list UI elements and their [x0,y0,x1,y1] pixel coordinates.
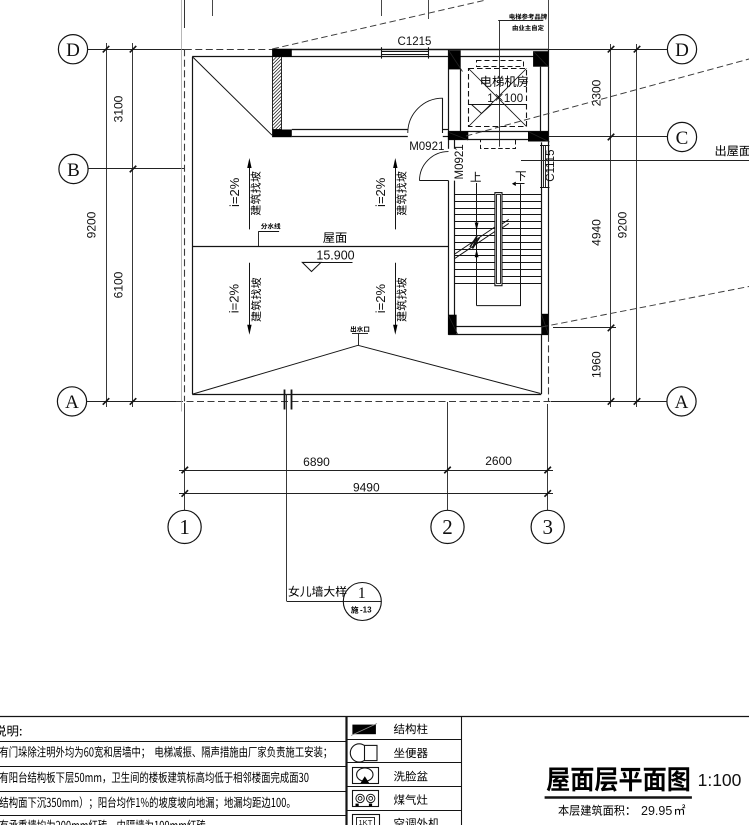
svg-text:2: 2 [442,515,453,539]
svg-text:C1115: C1115 [545,150,557,182]
svg-text:4940: 4940 [590,219,604,246]
svg-text:C1215: C1215 [398,36,432,48]
svg-text:3: 3 [542,515,553,539]
svg-text:B: B [67,160,80,181]
svg-text:i=2%: i=2% [373,284,388,314]
svg-text:1: 1 [358,585,366,602]
svg-text:9200: 9200 [616,211,630,238]
svg-text:M0921: M0921 [409,141,444,153]
svg-text:i=2%: i=2% [373,177,388,207]
svg-text:-13: -13 [360,606,372,615]
svg-text:D: D [675,40,689,61]
svg-text:1: 1 [179,515,190,539]
svg-text:1960: 1960 [590,351,604,378]
svg-text:9490: 9490 [353,481,380,495]
svg-text:A: A [675,392,689,413]
svg-text:D: D [66,40,80,61]
svg-text:i=2%: i=2% [227,177,242,207]
svg-text:15.900: 15.900 [316,248,354,262]
svg-text:A: A [65,392,79,413]
svg-text:100: 100 [504,93,523,105]
svg-text:C: C [676,128,689,149]
svg-text:1: 1 [487,93,493,105]
svg-text:29.95: 29.95 [641,804,672,818]
svg-text:2300: 2300 [590,79,604,106]
svg-text:i=2%: i=2% [227,284,242,314]
svg-text:1:100: 1:100 [698,770,742,790]
svg-text:2600: 2600 [485,454,512,468]
svg-text:3100: 3100 [112,95,126,122]
svg-text:M0921: M0921 [454,144,466,179]
svg-text:6100: 6100 [112,271,126,298]
svg-text:1KT: 1KT [359,818,373,825]
svg-text:6890: 6890 [303,455,330,469]
svg-text:9200: 9200 [85,211,99,238]
